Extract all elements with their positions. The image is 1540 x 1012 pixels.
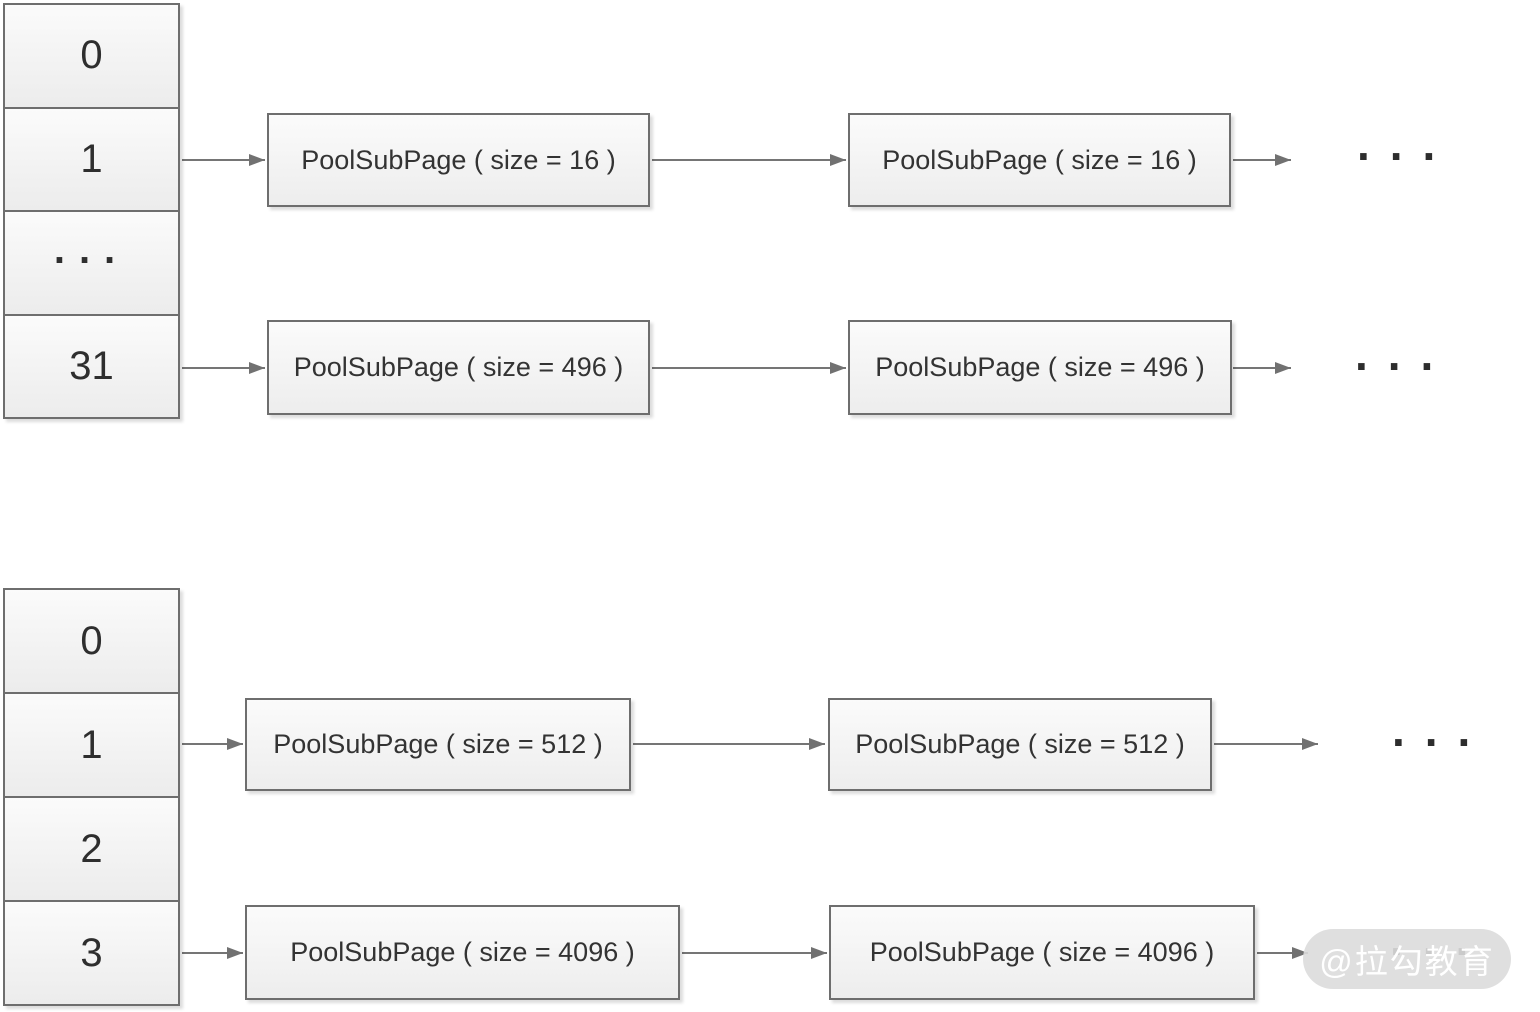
- poolsubpage-node: PoolSubPage ( size = 16 ): [848, 113, 1231, 207]
- poolsubpage-node: PoolSubPage ( size = 4096 ): [829, 905, 1255, 1000]
- poolsubpage-node: PoolSubPage ( size = 16 ): [267, 113, 650, 207]
- array-cell-31: 31: [5, 315, 178, 417]
- poolsubpage-node: PoolSubPage ( size = 512 ): [245, 698, 631, 791]
- poolsubpage-label: PoolSubPage ( size = 496 ): [293, 352, 624, 382]
- list-continues-ellipsis: ...: [1357, 118, 1456, 170]
- array-cell-1: 1: [5, 694, 178, 798]
- array-cell-label: ...: [53, 228, 130, 273]
- poolsubpage-node: PoolSubPage ( size = 512 ): [828, 698, 1212, 791]
- poolsubpage-label: PoolSubPage ( size = 16 ): [301, 144, 616, 175]
- array-cell-label: 3: [80, 930, 103, 975]
- array-cell-label: 0: [80, 618, 103, 663]
- poolsubpage-label: PoolSubPage ( size = 4096 ): [869, 937, 1215, 967]
- list-continues-ellipsis: ...: [1355, 328, 1454, 380]
- list-continues-ellipsis: ...: [1392, 704, 1491, 756]
- array-cell-label: 0: [80, 33, 103, 78]
- watermark-badge: @拉勾教育: [1303, 929, 1511, 989]
- array-cell-0: 0: [5, 590, 178, 694]
- small-pool-index-array: 0 1 2 3: [3, 588, 180, 1006]
- poolsubpage-node: PoolSubPage ( size = 4096 ): [245, 905, 680, 1000]
- array-cell-2: 2: [5, 798, 178, 902]
- array-cell-label: 31: [69, 343, 114, 388]
- poolsubpage-label: PoolSubPage ( size = 512 ): [855, 729, 1185, 759]
- poolsubpage-label: PoolSubPage ( size = 512 ): [273, 729, 603, 759]
- poolsubpage-node: PoolSubPage ( size = 496 ): [267, 320, 650, 415]
- array-cell-ellipsis: ...: [5, 212, 178, 316]
- array-cell-label: 2: [80, 826, 103, 871]
- poolsubpage-node: PoolSubPage ( size = 496 ): [848, 320, 1232, 415]
- poolsubpage-label: PoolSubPage ( size = 496 ): [875, 352, 1205, 382]
- array-cell-1: 1: [5, 108, 178, 212]
- poolsubpage-label: PoolSubPage ( size = 16 ): [882, 144, 1197, 175]
- tiny-pool-index-array: 0 1 ... 31: [3, 3, 180, 419]
- array-cell-label: 1: [80, 722, 103, 767]
- array-cell-3: 3: [5, 902, 178, 1004]
- watermark-text: @拉勾教育: [1319, 943, 1495, 980]
- array-cell-label: 1: [80, 136, 103, 181]
- poolsubpage-label: PoolSubPage ( size = 4096 ): [290, 937, 635, 967]
- array-cell-0: 0: [5, 5, 178, 109]
